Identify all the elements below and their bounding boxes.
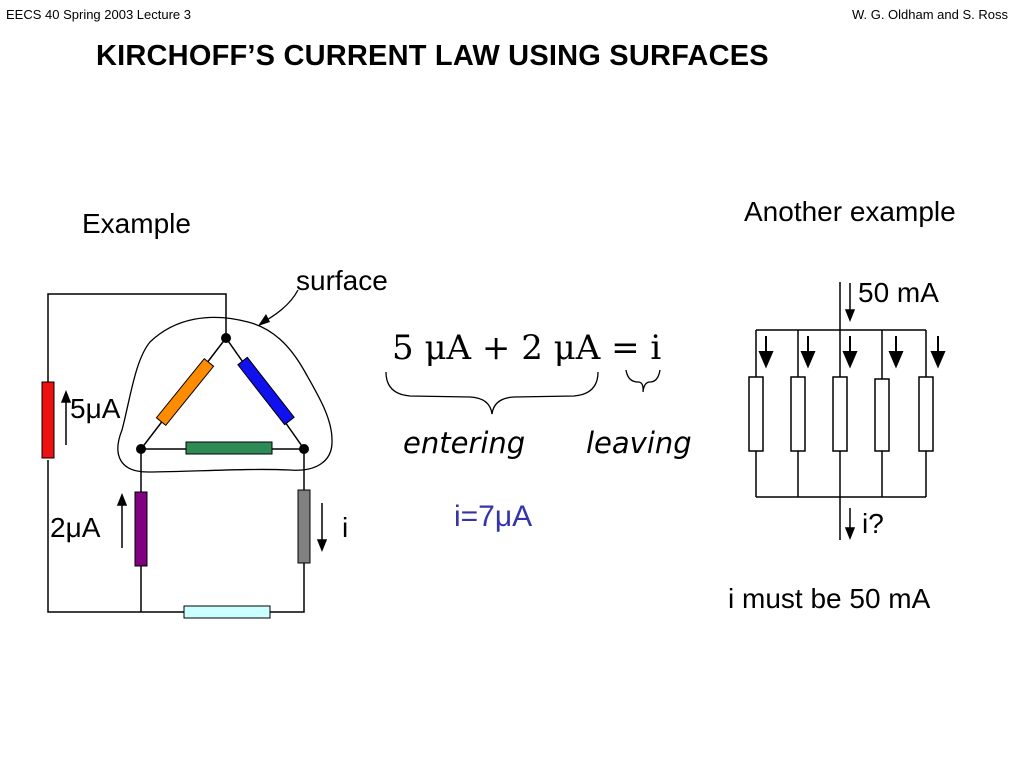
another-example-heading: Another example: [744, 196, 956, 227]
leaving-label: leaving: [586, 426, 692, 460]
parallel-resistor-4: [874, 378, 890, 452]
arrow-50ma-head: [844, 309, 856, 323]
left-wire-lower: [47, 460, 184, 613]
current-arrows: [60, 389, 328, 553]
node-right: [299, 444, 309, 454]
arrow-i-head: [316, 539, 328, 553]
parallel-resistors: [748, 376, 934, 452]
surface-label: surface: [296, 265, 388, 296]
brace-entering: [385, 371, 599, 415]
triangle-wire: [139, 336, 306, 450]
bottom-wire-right: [270, 563, 305, 613]
resistor-gray: [297, 489, 311, 564]
arrow-iq-head: [844, 527, 856, 541]
current-i-label: i: [342, 512, 349, 543]
parallel-resistor-2: [790, 376, 806, 452]
slide-title: KIRCHOFF’S CURRENT LAW USING SURFACES: [96, 40, 769, 72]
header-authors: W. G. Oldham and S. Ross: [851, 7, 1008, 22]
entering-label: entering: [403, 426, 526, 460]
parallel-resistor-3: [832, 376, 848, 452]
main-current-arrows: [844, 283, 856, 541]
example-heading: Example: [82, 208, 191, 239]
input-current-label: 50 mA: [858, 277, 939, 308]
branch-arrows: [758, 336, 946, 369]
arrow-5ua-head: [60, 389, 72, 403]
parallel-resistor-1: [748, 376, 764, 452]
resistor-green: [185, 441, 273, 455]
output-current-label: i?: [862, 508, 884, 539]
current-5ua-label: 5μA: [70, 393, 121, 424]
surface-outline: [117, 316, 333, 473]
resistor-purple: [134, 491, 148, 567]
conclusion-text: i must be 50 mA: [728, 583, 931, 614]
equation-result: i=7μA: [454, 500, 533, 533]
node-top: [221, 333, 231, 343]
brace-leaving: [625, 369, 661, 393]
resistor-orange: [155, 357, 215, 427]
parallel-circuit: [755, 282, 927, 540]
resistor-red: [41, 381, 55, 459]
parallel-resistor-5: [918, 376, 934, 452]
node-left: [136, 444, 146, 454]
outer-wire: [47, 293, 227, 382]
arrow-2ua-head: [116, 492, 128, 506]
header-course-info: EECS 40 Spring 2003 Lecture 3: [6, 7, 192, 22]
current-2ua-label: 2μA: [50, 512, 101, 543]
surface-pointer-head: [258, 314, 270, 326]
resistor-blue: [237, 356, 295, 426]
resistor-cyan: [183, 605, 271, 619]
kcl-equation: 5 μA + 2 μA = i: [392, 328, 662, 368]
